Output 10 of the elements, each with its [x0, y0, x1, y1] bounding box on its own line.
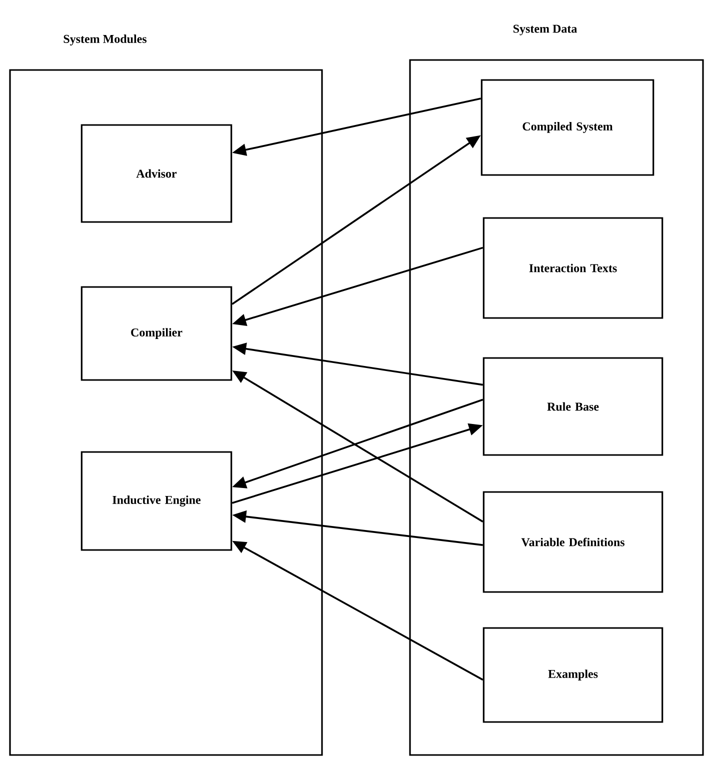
module-box: Compiled System — [480, 79, 654, 176]
module-box: Advisor — [80, 124, 232, 223]
module-box: Inductive Engine — [80, 451, 232, 551]
panel-heading: System Data — [513, 24, 577, 36]
panel-heading: System Modules — [64, 34, 147, 46]
module-box: Examples — [482, 627, 664, 723]
module-box: Rule Base — [482, 357, 664, 456]
module-box: Interaction Texts — [482, 217, 664, 319]
module-box: Variable Definitions — [482, 491, 664, 593]
module-box: Compilier — [80, 286, 232, 381]
